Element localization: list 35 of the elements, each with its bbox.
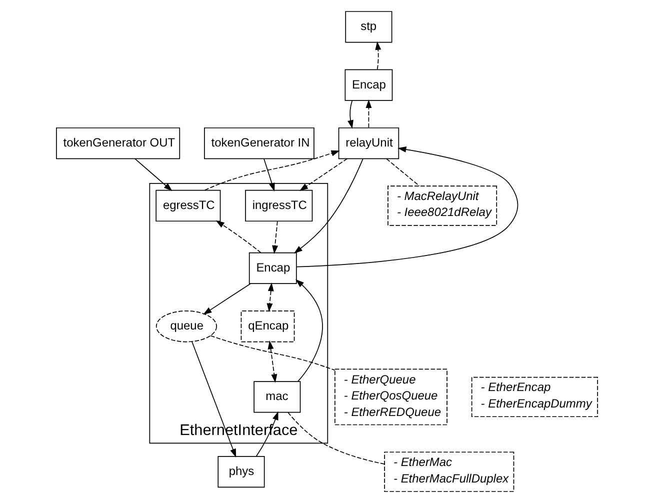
arrow (295, 279, 322, 382)
connector (287, 412, 384, 464)
arrow (293, 158, 363, 254)
node-box: tokenGenerator IN (204, 127, 314, 160)
node-box: - EtherEncap - EtherEncapDummy (470, 376, 598, 418)
node-box: ingressTC (244, 190, 312, 222)
arrow (347, 100, 353, 129)
arrow (365, 99, 372, 128)
arrow (296, 146, 518, 268)
connector (386, 158, 420, 186)
node-ellipse: queue (155, 310, 216, 342)
node-box: - EtherQueue - EtherQosQueue - EtherREDQueue (334, 368, 447, 426)
arrow (204, 150, 340, 191)
arrow (202, 283, 250, 315)
arrow (266, 282, 274, 312)
node-box: mac (253, 381, 300, 413)
node-box: - EtherMac - EtherMacFullDuplex (384, 452, 514, 492)
node-box: qEncap (240, 310, 294, 342)
arrow (267, 340, 277, 383)
arrow (374, 41, 381, 70)
arrow (263, 158, 274, 192)
node-box: stp (344, 11, 392, 43)
node-box: phys (217, 456, 264, 488)
node-box: - MacRelayUnit - Ieee8021dRelay (387, 186, 497, 226)
arrow (298, 158, 348, 191)
node-box: Encap (248, 252, 296, 284)
arrow (134, 158, 172, 192)
node-box: Encap (344, 69, 392, 101)
node-box: egressTC (155, 190, 220, 222)
arrow (215, 220, 261, 254)
arrow (191, 341, 236, 458)
node-box: tokenGenerator OUT (56, 127, 180, 160)
connector (210, 335, 335, 371)
node-box: relayUnit (338, 127, 399, 160)
arrow (272, 220, 278, 254)
